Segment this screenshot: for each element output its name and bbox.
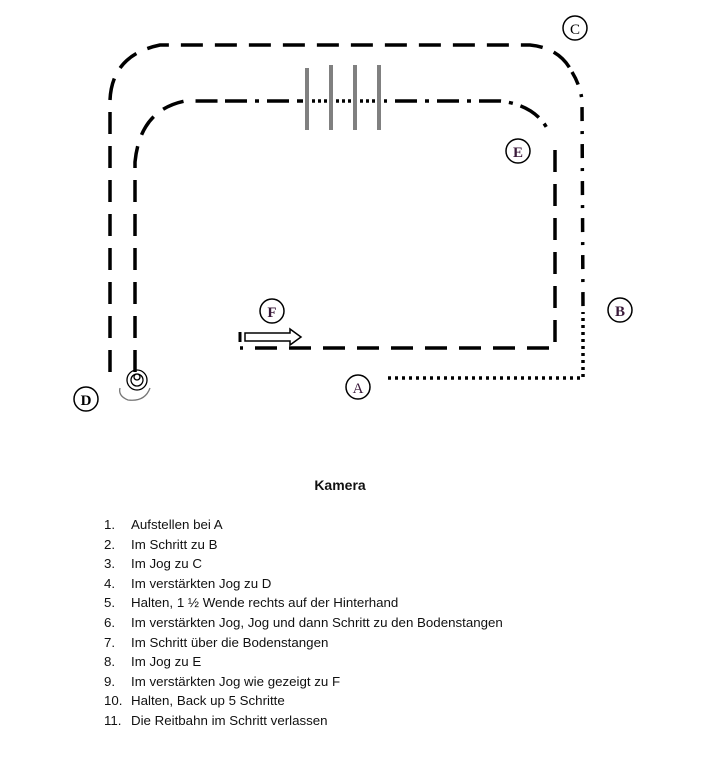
step-text: Halten, 1 ½ Wende rechts auf der Hinterh… <box>131 595 399 611</box>
marker-b: B <box>607 297 633 323</box>
marker-d-label: D <box>81 393 92 409</box>
step-text: Im Jog zu E <box>131 654 202 670</box>
step-number: 10. <box>104 693 123 709</box>
marker-a: A <box>345 374 371 400</box>
list-item: 2. Im Schritt zu B <box>104 535 503 555</box>
step-text: Im Jog zu C <box>131 556 202 572</box>
turn-on-haunches-icon <box>119 369 151 401</box>
list-item: 10. Halten, Back up 5 Schritte <box>104 691 503 711</box>
list-item: 4. Im verstärkten Jog zu D <box>104 574 503 594</box>
list-item: 8. Im Jog zu E <box>104 652 503 672</box>
outer-track-extended-jog <box>108 43 574 372</box>
list-item: 6. Im verstärkten Jog, Jog und dann Schri… <box>104 613 503 633</box>
outer-track-jog <box>570 71 585 311</box>
inner-track-e-to-f <box>240 150 557 350</box>
list-item: 3. Im Jog zu C <box>104 554 503 574</box>
marker-e-label: E <box>513 145 523 161</box>
list-item: 5. Halten, 1 ½ Wende rechts auf der Hinte… <box>104 593 503 613</box>
marker-b-label: B <box>615 304 625 320</box>
step-text: Halten, Back up 5 Schritte <box>131 693 285 709</box>
list-item: 1. Aufstellen bei A <box>104 515 503 535</box>
step-text: Die Reitbahn im Schritt verlassen <box>131 712 328 728</box>
step-number: 1. <box>104 517 116 532</box>
step-number: 7. <box>104 634 116 650</box>
step-number: 4. <box>104 575 116 591</box>
step-number: 6. <box>104 614 116 630</box>
step-text: Im Schritt zu B <box>131 536 218 552</box>
step-number: 11. <box>104 712 122 728</box>
step-text: Aufstellen bei A <box>131 517 223 532</box>
pattern-steps-list: 1. Aufstellen bei A 2. Im Schritt zu B 3. I… <box>104 515 503 731</box>
list-item: 11. Die Reitbahn im Schritt verlassen <box>104 711 503 731</box>
step-number: 2. <box>104 536 116 552</box>
walk-track-a-to-b <box>388 312 585 380</box>
marker-f: F <box>259 298 285 324</box>
step-number: 3. <box>104 556 116 572</box>
step-text: Im Schritt über die Bodenstangen <box>131 634 329 650</box>
list-item: 7. Im Schritt über die Bodenstangen <box>104 633 503 653</box>
pattern-title: Kamera <box>314 477 366 493</box>
marker-c-label: C <box>570 22 580 38</box>
marker-c: C <box>562 15 588 41</box>
ground-poles <box>305 65 381 130</box>
list-item: 9. Im verstärkten Jog wie gezeigt zu F <box>104 672 503 692</box>
marker-e: E <box>505 138 531 164</box>
step-text: Im verstärkten Jog, Jog und dann Schritt… <box>131 614 503 630</box>
step-number: 9. <box>104 673 116 689</box>
marker-a-label: A <box>353 381 364 397</box>
step-number: 8. <box>104 654 116 670</box>
marker-f-label: F <box>267 305 276 321</box>
step-number: 5. <box>104 595 116 611</box>
step-text: Im verstärkten Jog zu D <box>131 575 272 591</box>
inner-track-from-d <box>133 99 225 372</box>
direction-arrow-icon <box>238 327 303 347</box>
arena-pattern-diagram: C E B F A D <box>73 15 633 412</box>
marker-d: D <box>73 386 99 412</box>
step-text: Im verstärkten Jog wie gezeigt zu F <box>131 673 341 689</box>
inner-track-to-e <box>395 99 550 131</box>
